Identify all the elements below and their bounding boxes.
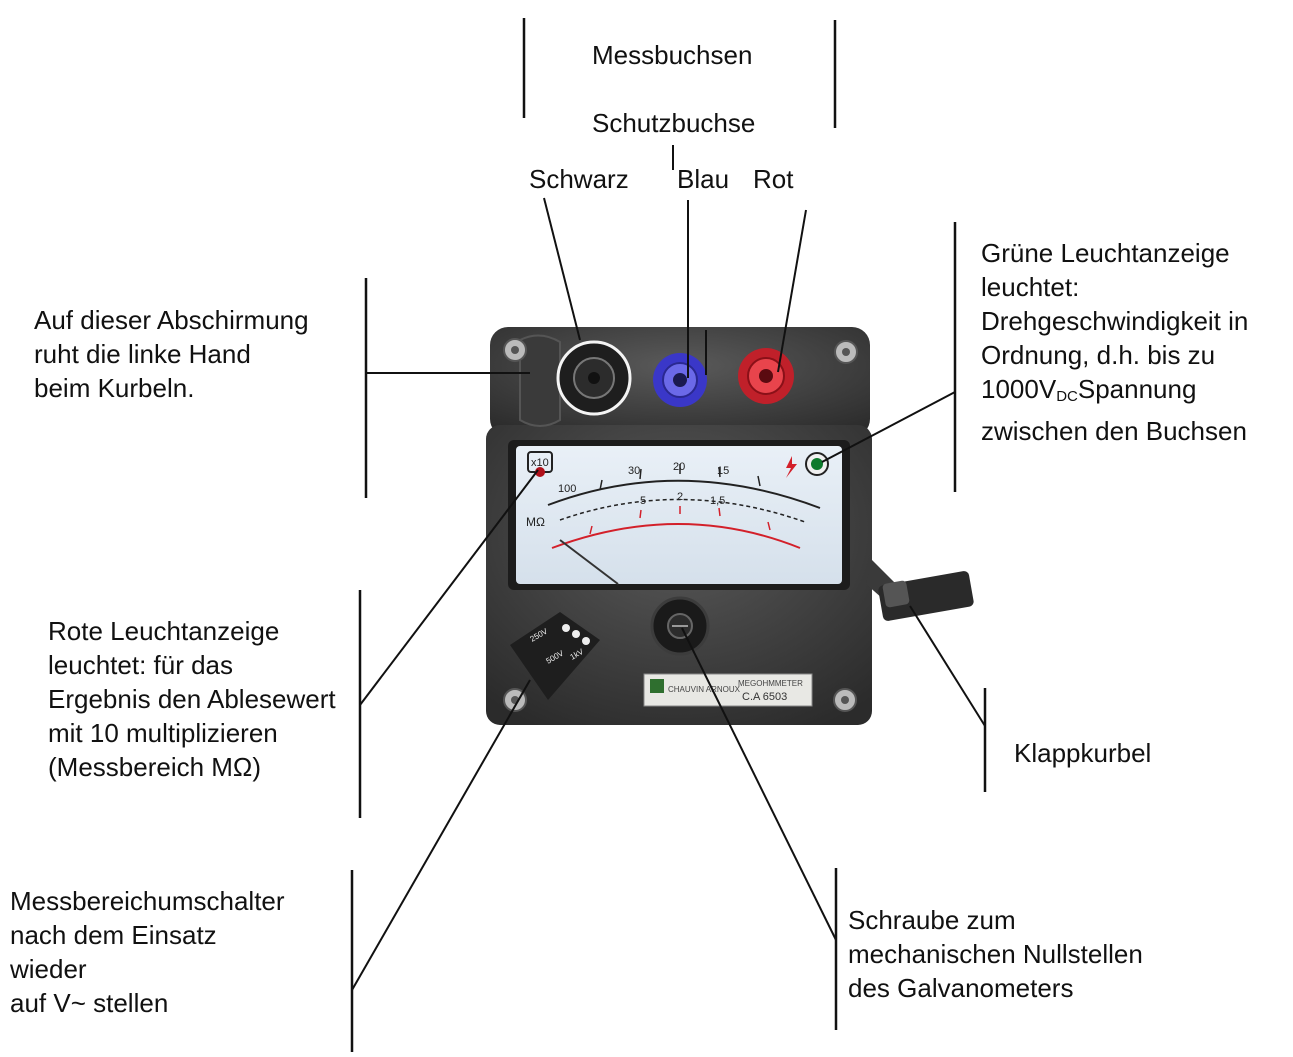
svg-text:C.A 6503: C.A 6503 [742, 691, 787, 703]
nameplate: CHAUVIN ARNOUX MEGOHMMETER C.A 6503 [643, 673, 813, 707]
svg-text:CHAUVIN ARNOUX: CHAUVIN ARNOUX [668, 685, 741, 694]
label-gruen-line: Grüne Leuchtanzeige [981, 238, 1230, 268]
scale-arc-black-inner [559, 498, 806, 523]
label-abschirmung: Auf dieser Abschirmung ruht die linke Ha… [34, 303, 309, 405]
label-gruen-line: Ordnung, d.h. bis zu [981, 340, 1216, 370]
leader-rot [777, 209, 807, 373]
multiplier-text: x10 [531, 457, 549, 469]
label-umschalter: Messbereichumschalter nach dem Einsatz w… [10, 884, 285, 1020]
scale-label-5: 5 [640, 495, 646, 507]
label-umschalter-line: wieder [10, 954, 87, 984]
red-socket-icon [738, 348, 794, 404]
leader-schraube [681, 627, 837, 941]
label-abschirmung-line: beim Kurbeln. [34, 373, 195, 403]
leader-umschalter [351, 679, 531, 991]
voltage-rest: Spannung [1077, 374, 1197, 404]
label-schraube-line: mechanischen Nullstellen [848, 939, 1143, 969]
meter-needle [559, 539, 619, 585]
screw-icon [834, 340, 858, 364]
zero-adjust-screw-icon [650, 596, 710, 656]
label-abschirmung-line: ruht die linke Hand [34, 339, 251, 369]
label-schraube-line: Schraube zum [848, 905, 1016, 935]
label-klappkurbel: Klappkurbel [1014, 738, 1152, 768]
label-schwarz: Schwarz [529, 164, 629, 194]
label-umschalter-line: auf V~ stellen [10, 988, 169, 1018]
scale-label-30: 30 [628, 465, 640, 477]
red-led-icon [535, 467, 545, 477]
scale-label-2: 2 [677, 491, 683, 503]
leader-klappkurbel [909, 605, 986, 727]
scale-arc-black [547, 479, 821, 509]
label-messbuchsen: Messbuchsen [592, 40, 753, 70]
label-rot-led-line: leuchtet: für das [48, 650, 233, 680]
blue-socket-icon [653, 353, 707, 407]
label-gruen-line: Drehgeschwindigkeit in [981, 306, 1249, 336]
label-rot-led: Rote Leuchtanzeige leuchtet: für das Erg… [48, 614, 336, 784]
scale-label-mohm: MΩ [526, 515, 545, 529]
black-socket-icon [556, 340, 632, 416]
scale-label-1-5: 1,5 [710, 495, 725, 507]
voltage-unit-dc: DC [1056, 388, 1078, 405]
label-abschirmung-line: Auf dieser Abschirmung [34, 305, 309, 335]
label-rot-led-line: mit 10 multiplizieren [48, 718, 278, 748]
hand-shield [519, 334, 561, 427]
lightning-icon [786, 456, 797, 478]
label-rot-led-line: Rote Leuchtanzeige [48, 616, 280, 646]
label-umschalter-line: Messbereichumschalter [10, 886, 285, 916]
screw-icon [503, 338, 527, 362]
label-rot: Rot [753, 164, 794, 194]
scale-ticks [599, 464, 761, 491]
scale-arc-red [551, 523, 801, 549]
label-schraube: Schraube zum mechanischen Nullstellen de… [848, 903, 1143, 1005]
label-gruen-line-voltage: 1000VDCSpannung [981, 372, 1248, 414]
svg-text:MEGOHMMETER: MEGOHMMETER [738, 679, 803, 688]
label-rot-led-line: (Messbereich MΩ) [48, 752, 262, 782]
screw-icon [503, 688, 527, 712]
label-gruen-line: zwischen den Buchsen [981, 416, 1247, 446]
label-gruen-line: leuchtet: [981, 272, 1080, 302]
folding-crank [866, 560, 974, 621]
label-schraube-line: des Galvanometers [848, 973, 1074, 1003]
leader-gruen [821, 391, 956, 463]
leader-rot-led [359, 469, 539, 706]
label-rot-led-line: Ergebnis den Ablesewert [48, 684, 336, 714]
scale-label-20: 20 [673, 461, 685, 473]
label-gruen-led: Grüne Leuchtanzeige leuchtet: Drehgeschw… [981, 236, 1248, 448]
scale-label-15: 15 [717, 465, 729, 477]
voltage-value: 1000V [981, 374, 1057, 404]
range-selector-knob: 250V 500V 1kV [510, 612, 600, 700]
label-blau: Blau [677, 164, 730, 194]
dial-face [516, 446, 842, 584]
screw-icon [833, 688, 857, 712]
leader-schwarz [543, 197, 581, 341]
label-umschalter-line: nach dem Einsatz [10, 920, 217, 950]
label-schutzbuchse: Schutzbuchse [592, 108, 756, 138]
scale-label-100: 100 [558, 483, 576, 495]
green-led-icon [811, 458, 823, 470]
scale-ticks-red [589, 506, 771, 535]
